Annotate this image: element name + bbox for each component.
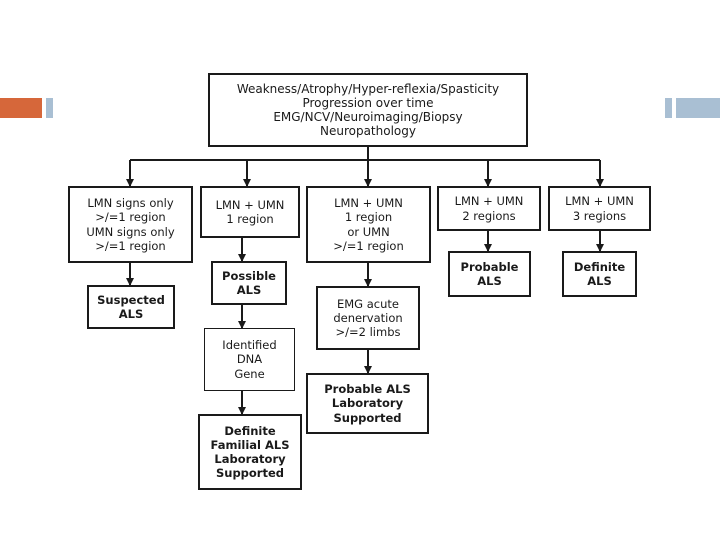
accent-bar-blue-right-small — [665, 98, 672, 118]
suspected-als-box: Suspected ALS — [87, 285, 175, 329]
accent-bar-blue-left — [46, 98, 53, 118]
definite-familial-als-box: Definite Familial ALS Laboratory Support… — [198, 414, 302, 490]
col5-criteria-box: LMN + UMN 3 regions — [548, 186, 651, 231]
col3-criteria-box: LMN + UMN 1 region or UMN >/=1 region — [306, 186, 431, 263]
definite-als-box: Definite ALS — [562, 251, 637, 297]
top-criteria-box: Weakness/Atrophy/Hyper-reflexia/Spastici… — [208, 73, 528, 147]
accent-bar-orange-left — [0, 98, 42, 118]
probable-als-laboratory-supported-box: Probable ALS Laboratory Supported — [306, 373, 429, 434]
col2-criteria-box: LMN + UMN 1 region — [200, 186, 300, 238]
possible-als-box: Possible ALS — [211, 261, 287, 305]
col1-criteria-box: LMN signs only >/=1 region UMN signs onl… — [68, 186, 193, 263]
accent-bar-blue-right — [676, 98, 720, 118]
emg-acute-denervation-box: EMG acute denervation >/=2 limbs — [316, 286, 420, 350]
identified-dna-gene-box: Identified DNA Gene — [204, 328, 295, 391]
col4-criteria-box: LMN + UMN 2 regions — [437, 186, 541, 231]
probable-als-box: Probable ALS — [448, 251, 531, 297]
